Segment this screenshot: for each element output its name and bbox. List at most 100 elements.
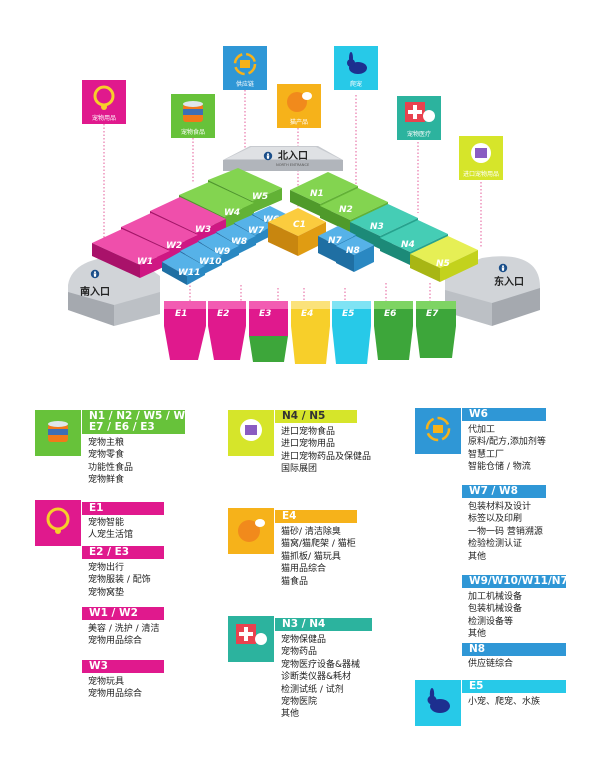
halls-west: W5 W4 W3 W2 W1 [92,168,282,278]
legend-items-E5: 小宠、爬宠、水族 [468,697,541,707]
north-entrance-label: 北入口 [278,149,308,162]
svg-text:E1: E1 [175,309,187,319]
legend-items-N3-N4: 宠物保健品宠物药品宠物医疗设备&器械诊断类仪器&耗材检测试纸 / 试剂宠物医院其… [281,635,361,720]
svg-text:N8: N8 [346,246,360,256]
svg-text:W11: W11 [178,268,200,278]
halls-north: N1 N2 N3 N4 N5 [290,172,478,282]
legend-header-W6: W6 [462,408,546,421]
hall-E1[interactable]: E1 [164,301,206,360]
svg-text:宠物食品: 宠物食品 [181,128,205,136]
floor-plan-map: 北入口 NORTH ENTRANCE 南入口 东入口 W5 W4 [68,46,540,364]
legend-header-N8: N8 [462,643,566,656]
legend-header-N4-N5: N4 / N5 [275,410,357,423]
svg-text:W10: W10 [199,257,221,267]
legend-icon-imported [228,410,274,456]
svg-text:宠物用品: 宠物用品 [92,114,116,122]
svg-text:供应链: 供应链 [236,80,254,88]
hall-C1[interactable]: C1 [268,208,326,256]
svg-text:W8: W8 [231,237,247,247]
svg-text:爬宠: 爬宠 [350,80,362,88]
legend-items-W6: 代加工原料/配方,添加剂等智慧工厂智能仓储 / 物流 [468,425,546,473]
legend-items-E4: 猫砂/ 清洁除臭猫窝/猫爬架 / 猫柜猫抓板/ 猫玩具猫用品综合猫食品 [281,527,356,587]
svg-text:C1: C1 [293,220,306,230]
legend-items-E1: 宠物智能人宠生活馆 [88,518,134,541]
north-entrance[interactable]: 北入口 NORTH ENTRANCE [223,146,343,171]
svg-text:N5: N5 [436,259,450,269]
north-entrance-sublabel: NORTH ENTRANCE [276,163,310,167]
svg-text:W7: W7 [248,226,265,236]
legend-icon-supply-chain [415,408,461,454]
hall-E3[interactable]: E3 [249,301,288,362]
svg-text:宠物医疗: 宠物医疗 [407,130,431,138]
legend-items-W1-W2: 美容 / 洗护 / 清洁宠物用品综合 [88,624,160,647]
hall-N8[interactable]: N8 [336,236,374,272]
legend-header-E2-E3: E2 / E3 [82,546,164,559]
legend-header-green-halls: N1 / N2 / W5 / W4 E7 / E6 / E3 [82,410,185,434]
category-reptiles[interactable]: 爬宠 [334,46,378,90]
svg-text:N7: N7 [328,236,343,246]
hall-E7[interactable]: E7 [416,301,456,358]
category-pet-supplies[interactable]: 宠物用品 [82,80,126,124]
legend-items-green-halls: 宠物主粮宠物零食功能性食品宠物鲜食 [88,438,134,486]
svg-text:进口宠物用品: 进口宠物用品 [463,170,499,178]
svg-text:E5: E5 [342,309,354,319]
hall-E6[interactable]: E6 [374,301,413,360]
legend-header-E4: E4 [275,510,357,523]
east-entrance[interactable]: 东入口 [445,256,540,326]
svg-text:E6: E6 [384,309,396,319]
halls-east: E1 E2 E3 E4 E5 E6 [164,301,456,364]
hall-E5[interactable]: E5 [332,301,371,364]
svg-text:E3: E3 [259,309,271,319]
svg-text:E4: E4 [301,309,313,319]
svg-text:W5: W5 [252,192,268,202]
category-pet-food[interactable]: 宠物食品 [171,94,215,138]
medical-cross-icon [405,102,435,122]
category-icons: 宠物用品 宠物食品 供应链 猫产品 [82,46,503,180]
category-cat-products[interactable]: 猫产品 [277,84,321,128]
legend-icon-pet-food [35,410,81,456]
legend-items-E2-E3: 宠物出行宠物服装 / 配饰宠物窝垫 [88,563,151,598]
svg-text:W6: W6 [263,215,279,225]
legend-header-W1-W2: W1 / W2 [82,607,164,620]
legend-header-W7-W8: W7 / W8 [462,485,546,498]
south-entrance-label: 南入口 [80,285,110,298]
legend-items-N8: 供应链综合 [468,659,514,669]
hall-E4[interactable]: E4 [291,301,330,364]
legend-icon-pet-supplies [35,500,81,546]
halls-north-inner: N7 N8 [318,226,374,272]
legend-header-E1: E1 [82,502,164,515]
svg-text:猫产品: 猫产品 [290,118,308,126]
hall-W11[interactable]: W11 [162,252,205,285]
svg-text:E2: E2 [217,309,229,319]
legend-header-W9-N7: W9/W10/W11/N7 [462,575,566,588]
import-goods-icon [471,143,491,163]
rabbit-dog-icon [347,52,367,74]
hall-E2[interactable]: E2 [208,301,246,360]
category-supply-chain[interactable]: 供应链 [223,46,267,90]
legend-items-N4-N5: 进口宠物食品进口宠物用品进口宠物药品及保健品国际展团 [281,427,372,475]
svg-text:N4: N4 [401,240,415,250]
category-imported-goods[interactable]: 进口宠物用品 [459,136,503,180]
legend-icon-medical [228,616,274,662]
east-entrance-label: 东入口 [494,275,524,288]
legend-header-N3-N4: N3 / N4 [275,618,372,631]
svg-text:W3: W3 [195,225,211,235]
legend-header-E5: E5 [462,680,566,693]
svg-text:W9: W9 [214,247,230,257]
hall-W1[interactable]: W1 [92,229,170,278]
svg-text:N2: N2 [339,205,353,215]
svg-text:W1: W1 [137,257,153,267]
legend-header-W3: W3 [82,660,164,673]
cat-paw-icon [287,92,312,112]
legend-icon-cat [228,508,274,554]
hall-N5[interactable]: N5 [410,236,478,282]
pet-food-can-icon [183,101,203,122]
legend-items-W7-W8: 包装材料及设计标签以及印刷一物一码 营销溯源检验检测认证其他 [468,502,543,562]
category-pet-medical[interactable]: 宠物医疗 [397,96,441,140]
svg-text:N3: N3 [370,222,384,232]
svg-text:N1: N1 [310,189,324,199]
legend-items-W9-N7: 加工机械设备包装机械设备检测设备等其他 [468,592,523,640]
svg-text:E7: E7 [426,309,439,319]
legend-icon-small-pets [415,680,461,726]
svg-text:W2: W2 [166,241,182,251]
